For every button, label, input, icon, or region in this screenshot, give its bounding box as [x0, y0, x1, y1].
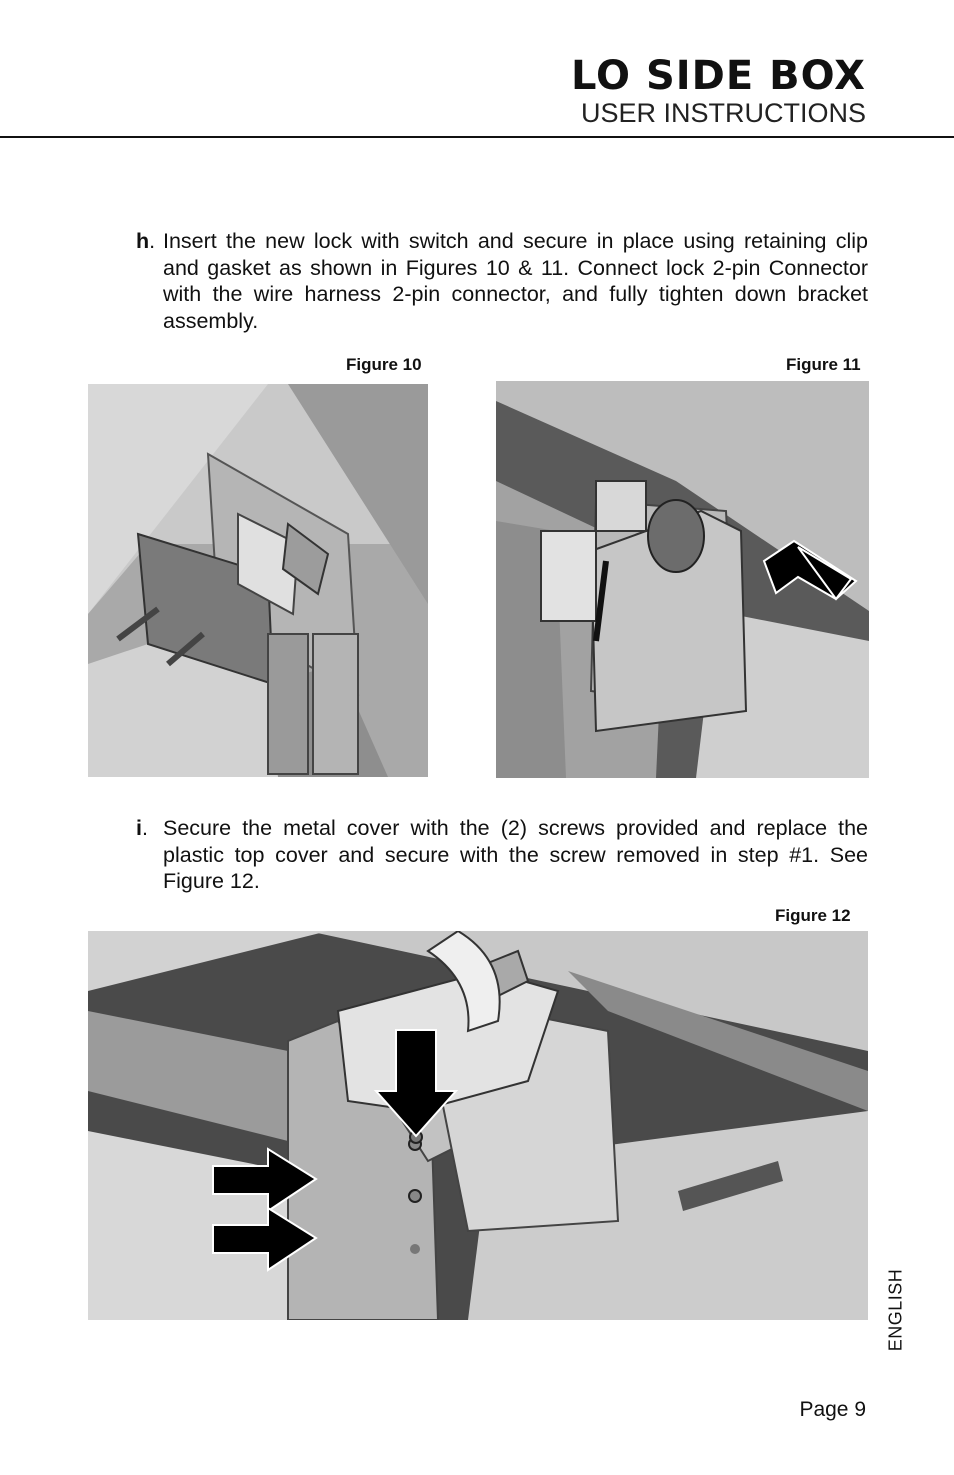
document-title: LO SIDE BOX: [570, 53, 866, 99]
language-side-tab: ENGLISH: [866, 1262, 926, 1358]
step-text: Secure the metal cover with the (2) scre…: [163, 816, 868, 893]
page-number: Page 9: [799, 1398, 866, 1421]
figure-10-caption: Figure 10: [346, 355, 422, 374]
document-subtitle: USER INSTRUCTIONS: [580, 98, 866, 128]
header-divider: [0, 136, 954, 138]
figure-12-caption: Figure 12: [775, 906, 851, 925]
figure-11-caption: Figure 11: [786, 355, 861, 374]
step-letter: h.: [136, 229, 156, 253]
step-letter: i.: [136, 816, 148, 840]
figure-11-image: [496, 381, 869, 778]
step-h: h. Insert the new lock with switch and s…: [136, 228, 868, 334]
figure-10-image: [88, 384, 428, 777]
step-i: i. Secure the metal cover with the (2) s…: [136, 815, 868, 895]
language-label: ENGLISH: [885, 1268, 906, 1352]
document-header: LO SIDE BOX USER INSTRUCTIONS: [571, 52, 866, 128]
figure-12-image: [88, 931, 868, 1320]
step-text: Insert the new lock with switch and secu…: [163, 229, 868, 333]
